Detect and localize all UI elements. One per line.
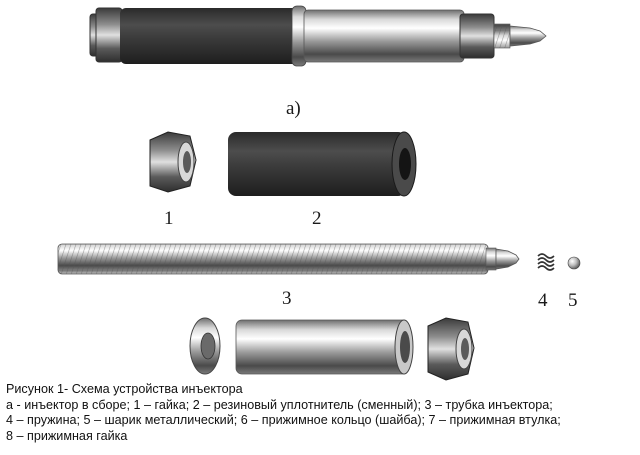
label-assembled: а) bbox=[286, 98, 301, 119]
label-part-1: 1 bbox=[164, 208, 174, 229]
label-part-3: 3 bbox=[282, 288, 292, 309]
part-3-injector-tube bbox=[57, 243, 520, 275]
caption-line-1: а - инъектор в сборе; 1 – гайка; 2 – рез… bbox=[6, 397, 553, 412]
label-part-5: 5 bbox=[568, 290, 578, 311]
part-1-nut bbox=[149, 131, 197, 193]
label-part-4: 4 bbox=[538, 290, 548, 311]
assembled-bushing bbox=[303, 9, 465, 63]
part-2-rubber-seal bbox=[228, 131, 417, 197]
part-7-bushing bbox=[235, 319, 414, 375]
part-4-spring bbox=[537, 253, 555, 271]
part-8-clamp-nut bbox=[427, 317, 475, 381]
assembled-injector bbox=[89, 5, 547, 67]
caption-line-2: 4 – пружина; 5 – шарик металлический; 6 … bbox=[6, 413, 561, 427]
figure-caption: Рисунок 1- Схема устройства инъектора а … bbox=[6, 382, 636, 444]
caption-title: Рисунок 1- Схема устройства инъектора bbox=[6, 382, 243, 396]
label-part-2: 2 bbox=[312, 208, 322, 229]
assembled-rubber-seal bbox=[120, 8, 298, 64]
caption-line-3: 8 – прижимная гайка bbox=[6, 428, 128, 443]
part-5-ball bbox=[567, 256, 581, 270]
assembled-right-nut bbox=[459, 13, 495, 59]
part-6-washer bbox=[189, 317, 221, 375]
